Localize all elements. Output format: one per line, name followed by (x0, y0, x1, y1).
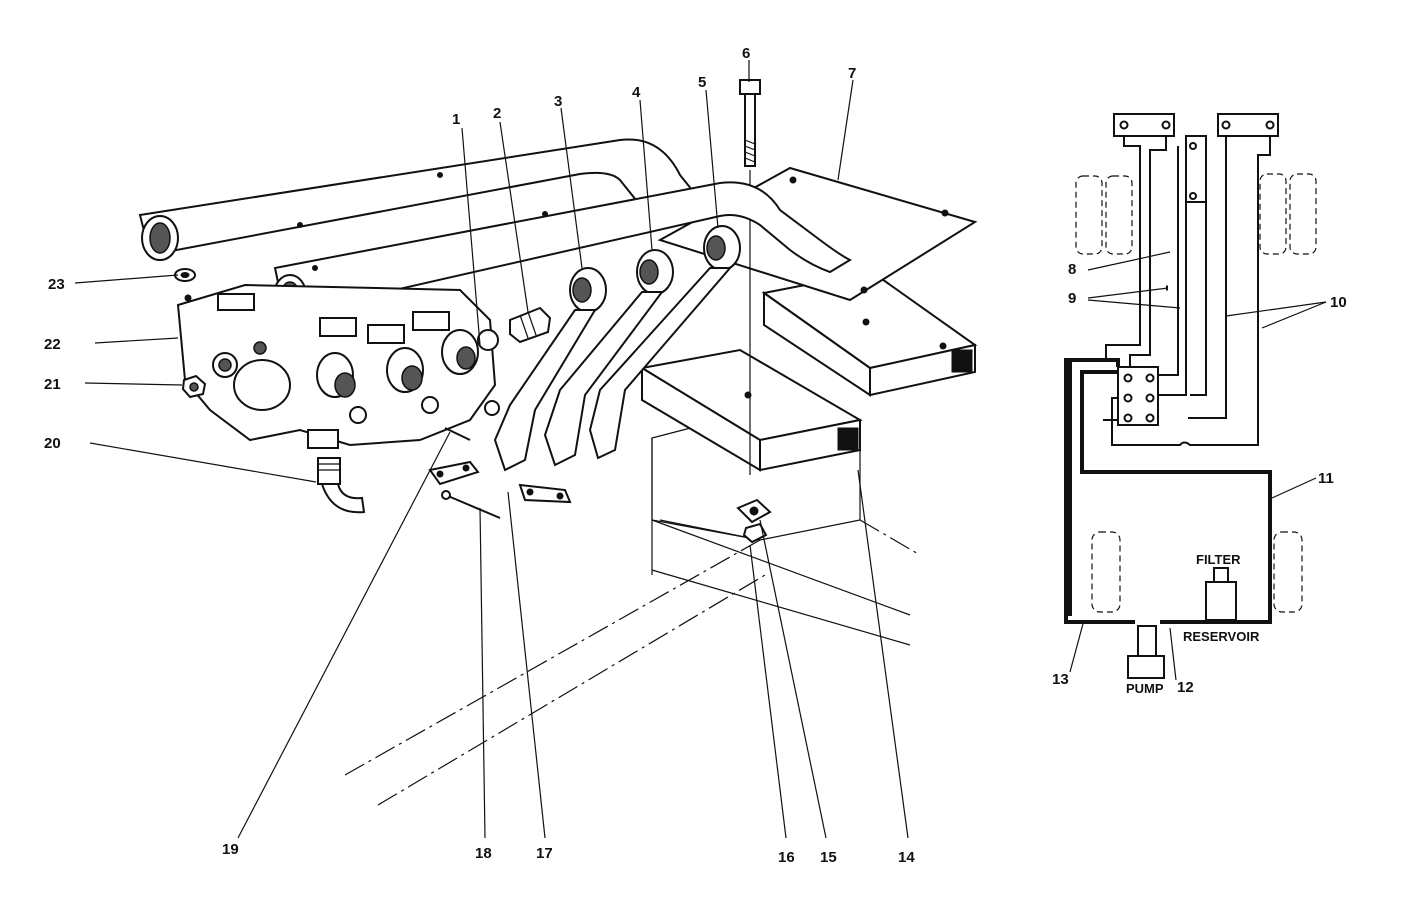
callout-1: 1 (452, 111, 460, 128)
control-handle-5 (588, 225, 741, 460)
callout-15: 15 (820, 849, 837, 866)
square-tube-upper (761, 270, 978, 397)
link-plates (428, 460, 572, 504)
bolt (739, 79, 761, 475)
callout-21: 21 (44, 376, 61, 393)
reservoir-tank (1064, 358, 1272, 624)
callout-10: 10 (1330, 294, 1347, 311)
callout-2: 2 (493, 105, 501, 122)
exploded-assembly (138, 79, 978, 806)
callout-6: 6 (742, 45, 750, 62)
callout-20: 20 (44, 435, 61, 452)
filter-label: FILTER (1196, 552, 1241, 567)
reservoir-label: RESERVOIR (1183, 629, 1260, 644)
callout-5: 5 (698, 74, 706, 91)
control-valve (176, 283, 499, 449)
callout-12: 12 (1177, 679, 1194, 696)
leader-lines (74, 60, 909, 839)
callout-17: 17 (536, 845, 553, 862)
cylinder-center (1185, 135, 1207, 203)
callout-23: 23 (48, 276, 65, 293)
filter: FILTER (1196, 552, 1241, 621)
relief-fitting (509, 306, 552, 344)
tire-outlines (1075, 173, 1317, 613)
callout-4: 4 (632, 84, 641, 101)
callout-22: 22 (44, 336, 61, 353)
schematic-leaders (1069, 251, 1327, 681)
washer-and-nut (736, 498, 772, 544)
hydraulic-hoses (1103, 136, 1271, 446)
nut (181, 374, 207, 399)
hydraulic-schematic: FILTER PUMP RESERVOIR (1064, 113, 1327, 696)
pump: PUMP (1126, 625, 1165, 696)
control-handle-3 (493, 267, 607, 472)
callout-3: 3 (554, 93, 562, 110)
square-tube-lower (639, 348, 863, 472)
cotter-pin (441, 490, 501, 519)
clevis-pin (444, 400, 500, 441)
callout-14: 14 (898, 849, 915, 866)
cylinder-left (1113, 113, 1175, 137)
control-handle-4 (543, 249, 674, 467)
frame-rails (344, 519, 921, 806)
callout-18: 18 (475, 845, 492, 862)
callout-19: 19 (222, 841, 239, 858)
callout-16: 16 (778, 849, 795, 866)
cylinder-right (1217, 113, 1279, 137)
callout-7: 7 (848, 65, 856, 82)
schematic-valve (1117, 366, 1159, 426)
pump-label: PUMP (1126, 681, 1164, 696)
callout-13: 13 (1052, 671, 1069, 688)
callout-9: 9 (1068, 290, 1076, 307)
callout-11: 11 (1318, 470, 1334, 487)
callout-numbers: 1 2 3 4 5 6 7 8 9 10 11 12 13 14 15 16 1… (44, 45, 1347, 866)
elbow-fitting (317, 457, 366, 514)
callout-8: 8 (1068, 261, 1076, 278)
